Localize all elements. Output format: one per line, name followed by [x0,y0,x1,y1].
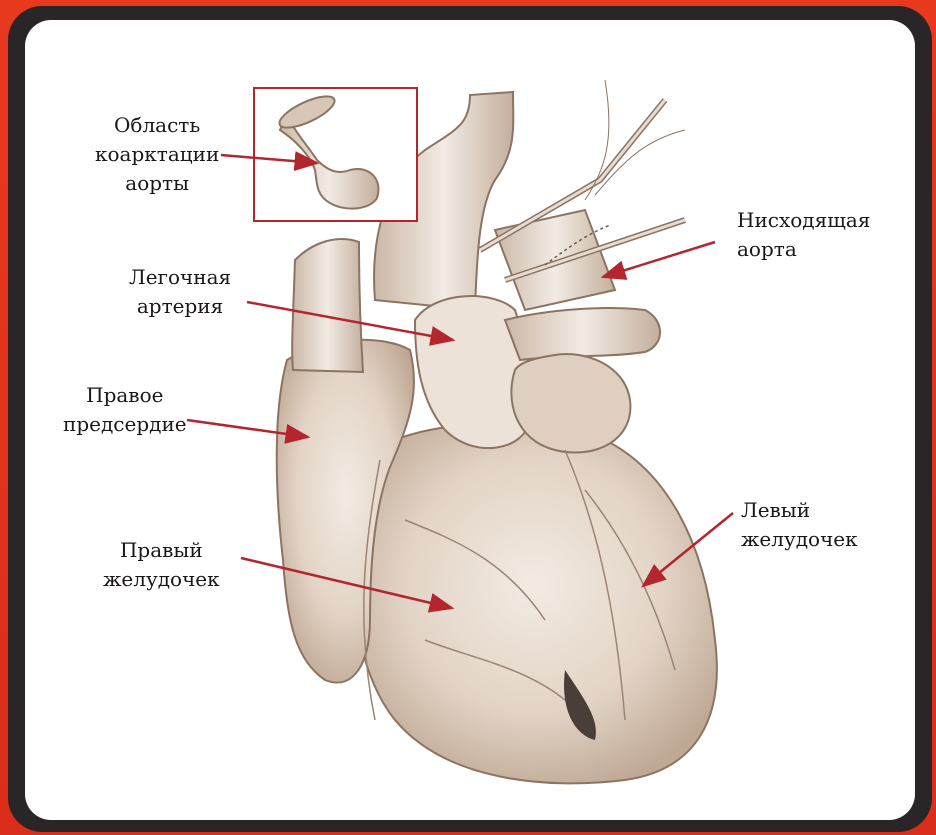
label-right-ventricle: Правый желудочек [103,536,220,594]
label-left-ventricle: Левый желудочек [741,496,858,554]
label-pulmonary-artery: Легочная артерия [129,263,231,321]
vena-cava-shape [292,239,363,372]
left-atrium-shape [511,354,630,452]
ventricles-shape [351,423,716,783]
label-descending-aorta: Нисходящая аорта [737,206,870,264]
pulmonary-branch-shape [505,308,660,360]
label-right-atrium: Правое предсердие [63,381,187,439]
diagram-panel: Область коарктации аорты Нисходящая аорт… [25,20,915,820]
label-coarctation: Область коарктации аорты [95,111,219,198]
arrow-descending-aorta [603,242,715,277]
